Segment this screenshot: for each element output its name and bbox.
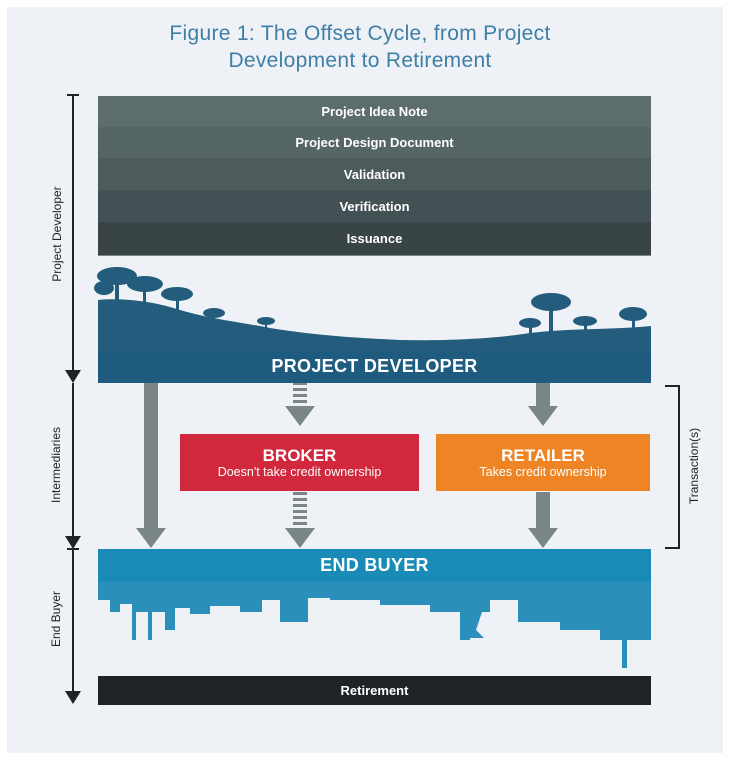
arrow-dash bbox=[293, 388, 307, 391]
tree-trunk bbox=[115, 270, 119, 306]
tree-canopy bbox=[519, 318, 541, 328]
retailer-subtitle: Takes credit ownership bbox=[479, 464, 607, 479]
tree-canopy bbox=[257, 317, 275, 325]
arrow-dash bbox=[293, 498, 307, 501]
arrow-dash bbox=[293, 510, 307, 513]
arrow-head-direct bbox=[136, 528, 166, 548]
arrow-dash bbox=[293, 400, 307, 403]
timeline-arrowhead bbox=[65, 536, 81, 549]
city-skyline-silhouette bbox=[98, 582, 651, 668]
retirement-bar: Retirement bbox=[98, 676, 651, 705]
arrow-dash bbox=[293, 504, 307, 507]
transactions-bracket bbox=[665, 385, 680, 549]
arrow-dash bbox=[293, 522, 307, 525]
skyline-radio-tower bbox=[460, 612, 484, 638]
tree-canopy bbox=[619, 307, 647, 321]
left-timeline bbox=[65, 94, 81, 704]
title-line-1: Figure 1: The Offset Cycle, from Project bbox=[169, 22, 551, 45]
side-label-project-developer: Project Developer bbox=[50, 186, 64, 282]
timeline-arrowhead bbox=[65, 370, 81, 383]
side-label-intermediaries: Intermediaries bbox=[49, 426, 63, 504]
stage-validation: Validation bbox=[98, 158, 651, 191]
tree-trunk bbox=[549, 300, 553, 332]
arrow-dash bbox=[293, 394, 307, 397]
arrow-shaft-retailer-to-buyer bbox=[536, 492, 550, 528]
tree-trunk bbox=[584, 320, 587, 332]
tree-trunk bbox=[212, 312, 215, 324]
tree-canopy bbox=[94, 281, 114, 295]
flow-arrows bbox=[136, 382, 558, 548]
tree-trunk bbox=[529, 322, 532, 334]
tree-trunk bbox=[632, 312, 635, 332]
arrow-head-retailer-to-buyer bbox=[528, 528, 558, 548]
stage-project-idea-note: Project Idea Note bbox=[98, 96, 651, 128]
figure-title: Figure 1: The Offset Cycle, from Project… bbox=[60, 20, 660, 74]
arrow-dash bbox=[293, 382, 307, 385]
arrow-shaft-to-retailer bbox=[536, 382, 550, 406]
end-buyer-band: END BUYER bbox=[98, 549, 651, 582]
side-label-end-buyer: End Buyer bbox=[49, 590, 63, 648]
broker-title: BROKER bbox=[262, 445, 337, 465]
skyline-shape bbox=[98, 582, 651, 668]
tree-canopy bbox=[573, 316, 597, 326]
title-line-2: Development to Retirement bbox=[228, 49, 492, 72]
bracket-line bbox=[665, 385, 680, 549]
broker-subtitle: Doesn't take credit ownership bbox=[217, 464, 382, 479]
broker-box: BROKER Doesn't take credit ownership bbox=[180, 434, 419, 491]
stage-issuance: Issuance bbox=[98, 222, 651, 256]
arrow-head-broker-to-buyer bbox=[285, 528, 315, 548]
arrow-shaft-direct bbox=[144, 382, 158, 528]
tree-canopy bbox=[97, 267, 137, 285]
side-label-transactions: Transaction(s) bbox=[687, 427, 701, 505]
tree-trunk bbox=[143, 280, 146, 312]
stage-project-design-document: Project Design Document bbox=[98, 127, 651, 159]
tree-canopy bbox=[127, 276, 163, 292]
arrow-head-to-broker bbox=[285, 406, 315, 426]
landscape-ground bbox=[98, 299, 651, 350]
arrow-dash bbox=[293, 492, 307, 495]
landscape-silhouette bbox=[94, 267, 651, 350]
arrow-head-to-retailer bbox=[528, 406, 558, 426]
tree-canopy bbox=[531, 293, 571, 311]
project-developer-band: PROJECT DEVELOPER bbox=[98, 350, 651, 383]
retailer-box: RETAILER Takes credit ownership bbox=[436, 434, 650, 491]
tree-canopy bbox=[161, 287, 193, 301]
arrow-dash bbox=[293, 516, 307, 519]
tree-trunk bbox=[176, 292, 179, 314]
timeline-arrowhead bbox=[65, 691, 81, 704]
tree-canopy bbox=[203, 308, 225, 318]
retailer-title: RETAILER bbox=[501, 445, 585, 465]
